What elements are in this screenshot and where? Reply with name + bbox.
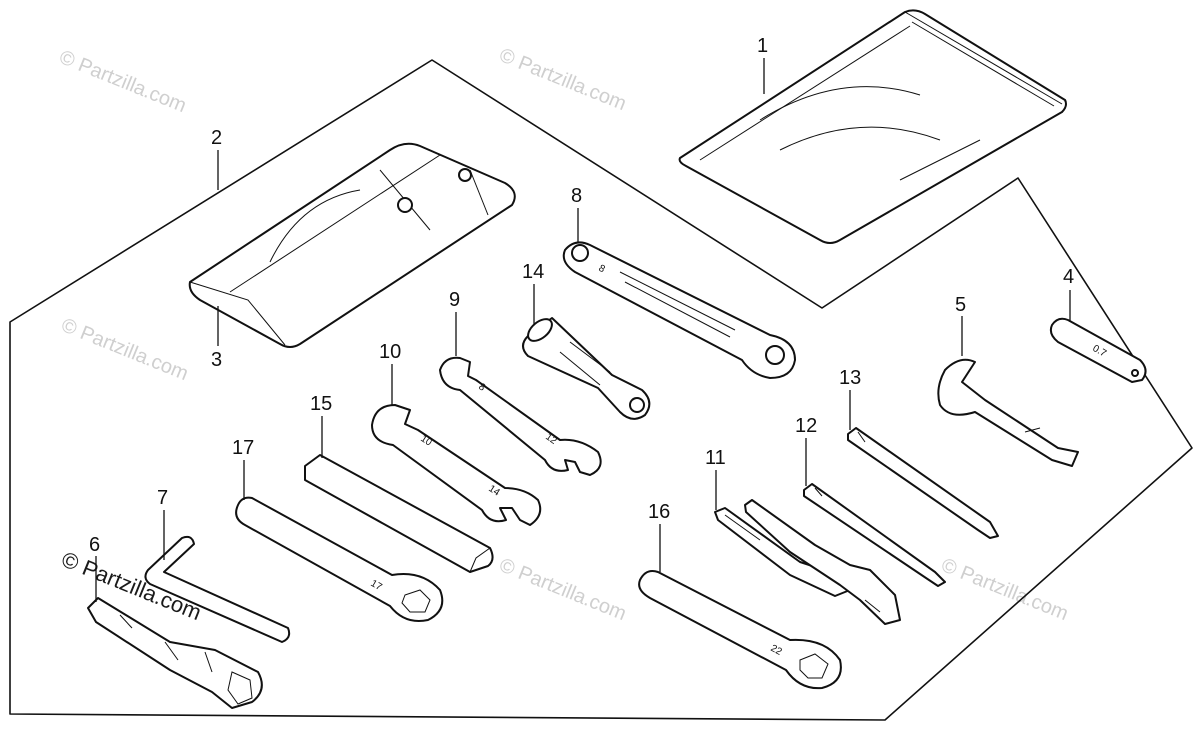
watermark: © Partzilla.com	[58, 314, 191, 385]
callout-14: 14	[522, 261, 544, 283]
callout-17: 17	[232, 437, 254, 459]
feeler-gauge: 0.7	[1049, 317, 1147, 383]
stamp-8: 8	[597, 263, 607, 276]
callout-5: 5	[955, 294, 966, 316]
screwdriver-bit-flat	[847, 427, 999, 539]
open-wrench-10x14: 10 14	[371, 404, 542, 526]
callout-12: 12	[795, 415, 817, 437]
stamp-17: 17	[369, 578, 385, 593]
callout-10: 10	[379, 341, 401, 363]
callouts: 1 2 3 4 5 6 7 8 9 10 11 12 13 14 15 16 1…	[89, 35, 1074, 556]
box-wrench: 8	[562, 241, 796, 379]
callout-2: 2	[211, 127, 222, 149]
tool-bag-large	[678, 9, 1067, 244]
pin-spanner	[937, 358, 1079, 467]
callout-15: 15	[310, 393, 332, 415]
callout-6: 6	[89, 534, 100, 556]
spanner-17: 17	[235, 496, 444, 622]
callout-16: 16	[648, 501, 670, 523]
watermark: © Partzilla.com	[496, 554, 629, 625]
leader-lines	[95, 58, 1071, 602]
stamp-9a: 8	[476, 381, 487, 393]
screwdriver-bit-phillips	[803, 483, 946, 587]
frame-lines	[9, 59, 1193, 721]
hex-key	[144, 535, 291, 643]
watermark: © Partzilla.com	[56, 46, 189, 117]
flat-bar	[304, 454, 494, 573]
callout-13: 13	[839, 367, 861, 389]
callout-11: 11	[705, 447, 726, 469]
spanner-22: 22	[638, 570, 842, 690]
screwdriver-handle	[522, 317, 651, 420]
open-wrench-8x12: 8 12	[439, 356, 602, 476]
stamp-16: 22	[769, 643, 784, 658]
pliers	[714, 499, 901, 625]
callout-7: 7	[157, 487, 168, 509]
watermark: © Partzilla.com	[496, 44, 629, 115]
spark-plug-socket	[87, 597, 263, 709]
callout-9: 9	[449, 289, 460, 311]
frame-outline	[9, 59, 1193, 721]
callout-4: 4	[1063, 266, 1074, 288]
callout-8: 8	[571, 185, 582, 207]
callout-1: 1	[757, 35, 768, 57]
tool-bag-small	[188, 142, 516, 348]
callout-3: 3	[211, 349, 222, 371]
